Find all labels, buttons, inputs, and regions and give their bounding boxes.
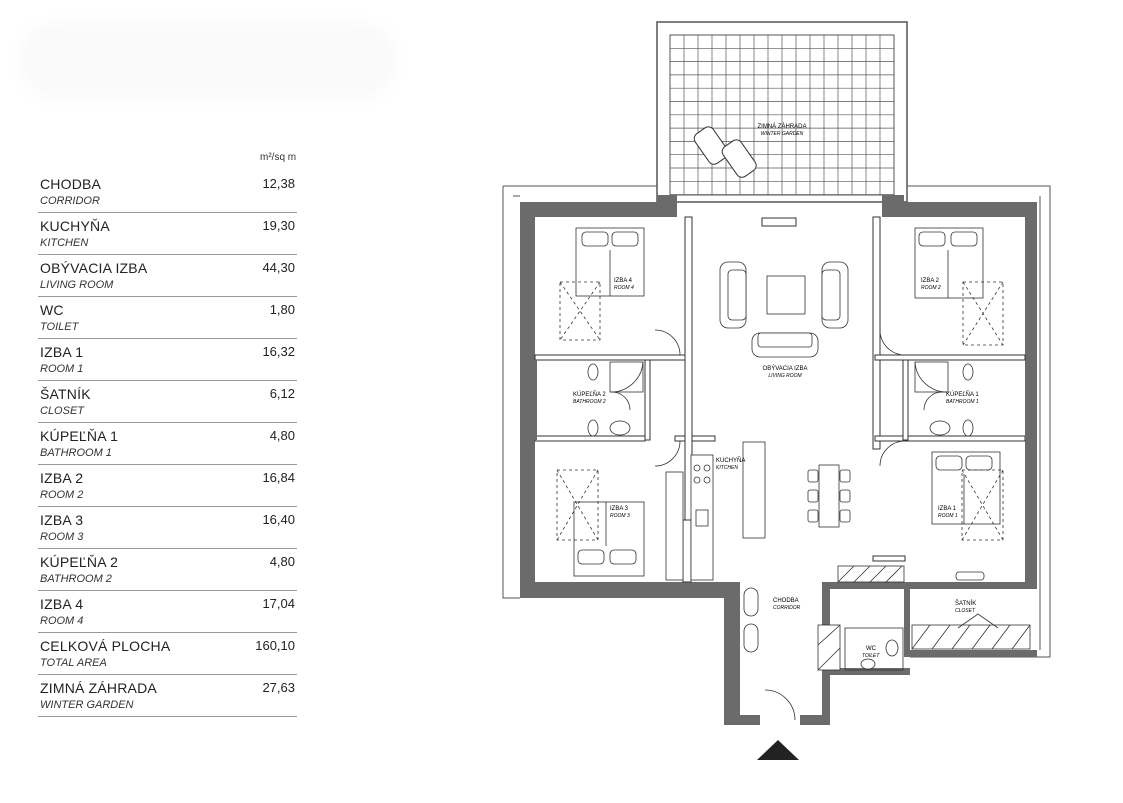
room-name: KUCHYŇA xyxy=(40,218,110,234)
room-name: KÚPEĽŇA 1 xyxy=(40,428,119,444)
room-name: KÚPEĽŇA 2 xyxy=(40,554,119,570)
area-table-row: IZBA 2 ROOM 2 16,84 xyxy=(38,464,297,507)
room-name: IZBA 2 xyxy=(40,470,84,486)
area-unit-label: m²/sq m xyxy=(260,152,297,163)
room-name: CHODBA xyxy=(40,176,102,192)
tv-icon xyxy=(761,217,797,227)
bed-icon xyxy=(556,469,645,577)
room3-label-en: ROOM 3 xyxy=(610,513,630,519)
room-area: 6,12 xyxy=(269,386,295,401)
room-name: OBÝVACIA IZBA xyxy=(40,260,148,276)
room-name: WC xyxy=(40,302,64,318)
room2-label: IZBA 2 xyxy=(921,278,940,284)
room-area: 1,80 xyxy=(269,302,295,317)
living-room-label-en: LIVING ROOM xyxy=(768,373,802,379)
sofa-set-icon xyxy=(719,261,849,358)
room4-label: IZBA 4 xyxy=(614,278,633,284)
room-name-en: LIVING ROOM xyxy=(40,279,114,291)
room-area: 16,32 xyxy=(262,344,295,359)
room-name: CELKOVÁ PLOCHA xyxy=(40,638,171,654)
room-area: 44,30 xyxy=(262,260,295,275)
closet-label: ŠATNÍK xyxy=(955,600,976,607)
entrance-arrow-icon xyxy=(757,740,799,760)
bed-icon xyxy=(931,451,1004,541)
lounge-chair-icon xyxy=(721,139,757,178)
bathroom2-label-en: BATHROOM 2 xyxy=(573,399,606,405)
area-table-row: IZBA 4 ROOM 4 17,04 xyxy=(38,590,297,633)
room-area: 19,30 xyxy=(262,218,295,233)
room-name-en: ROOM 2 xyxy=(40,489,84,501)
kitchen-unit xyxy=(665,441,766,581)
room-name: ZIMNÁ ZÁHRADA xyxy=(40,680,157,696)
wc-label: WC xyxy=(866,646,877,652)
area-table-row: ZIMNÁ ZÁHRADA WINTER GARDEN 27,63 xyxy=(38,674,297,717)
lounge-chair-icon xyxy=(693,126,729,165)
bed-icon xyxy=(559,227,645,341)
kitchen-label-en: KITCHEN xyxy=(716,465,738,471)
area-table-row: KÚPEĽŇA 1 BATHROOM 1 4,80 xyxy=(38,422,297,465)
wc-fixtures xyxy=(844,627,904,671)
area-table-row: OBÝVACIA IZBA LIVING ROOM 44,30 xyxy=(38,254,297,297)
winter-garden-label: ZIMNÁ ZÁHRADA xyxy=(757,123,806,130)
bathroom-2-fixtures xyxy=(587,361,644,437)
room-name: ŠATNÍK xyxy=(40,386,91,402)
wardrobe-icon xyxy=(743,565,905,671)
room-name-en: ROOM 1 xyxy=(40,363,84,375)
room-area: 16,40 xyxy=(262,512,295,527)
living-room-label: OBÝVACIA IZBA xyxy=(763,365,808,372)
blurred-title-area xyxy=(18,22,398,100)
kitchen-label: KUCHYŇA xyxy=(716,457,745,464)
room-name-en: WINTER GARDEN xyxy=(40,699,134,711)
room-area: 16,84 xyxy=(262,470,295,485)
winter-garden-label-en: WINTER GARDEN xyxy=(761,131,804,137)
area-table-row: KÚPEĽŇA 2 BATHROOM 2 4,80 xyxy=(38,548,297,591)
interior-walls xyxy=(534,216,1026,583)
room-area: 4,80 xyxy=(269,554,295,569)
winter-garden: ZIMNÁ ZÁHRADA WINTER GARDEN xyxy=(656,21,908,217)
area-table-row: CELKOVÁ PLOCHA TOTAL AREA 160,10 xyxy=(38,632,297,675)
room-area: 27,63 xyxy=(262,680,295,695)
room-name-en: TOTAL AREA xyxy=(40,657,107,669)
room-name-en: ROOM 4 xyxy=(40,615,84,627)
room4-label-en: ROOM 4 xyxy=(614,285,634,291)
bathroom1-label: KÚPEĽŇA 1 xyxy=(946,391,979,398)
wc-label-en: TOILET xyxy=(862,653,880,659)
door-swings xyxy=(611,329,943,721)
room-name: IZBA 1 xyxy=(40,344,84,360)
area-table-row: WC TOILET 1,80 xyxy=(38,296,297,339)
room-name: IZBA 4 xyxy=(40,596,84,612)
area-table-row: IZBA 1 ROOM 1 16,32 xyxy=(38,338,297,381)
room-name-en: TOILET xyxy=(40,321,79,333)
area-table-row: CHODBA CORRIDOR 12,38 xyxy=(38,170,297,213)
room2-label-en: ROOM 2 xyxy=(921,285,941,291)
bathroom-1-fixtures xyxy=(914,361,974,437)
room-area: 160,10 xyxy=(255,638,295,653)
room-name-en: BATHROOM 2 xyxy=(40,573,112,585)
closet-label-en: CLOSET xyxy=(955,608,976,614)
room-area: 4,80 xyxy=(269,428,295,443)
area-table-row: IZBA 3 ROOM 3 16,40 xyxy=(38,506,297,549)
room-name-en: CLOSET xyxy=(40,405,85,417)
bed-icon xyxy=(914,227,1004,346)
bathroom1-label-en: BATHROOM 1 xyxy=(946,399,979,405)
room-area: 17,04 xyxy=(262,596,295,611)
corridor-label-en: CORRIDOR xyxy=(773,605,801,611)
area-table-row: KUCHYŇA KITCHEN 19,30 xyxy=(38,212,297,255)
room3-label: IZBA 3 xyxy=(610,506,629,512)
room1-label: IZBA 1 xyxy=(938,506,957,512)
room-name-en: KITCHEN xyxy=(40,237,89,249)
room-name-en: ROOM 3 xyxy=(40,531,84,543)
bathroom2-label: KÚPEĽŇA 2 xyxy=(573,391,606,398)
dining-table-icon xyxy=(807,464,851,528)
room-name-en: BATHROOM 1 xyxy=(40,447,112,459)
room1-label-en: ROOM 1 xyxy=(938,513,958,519)
closet-shelving xyxy=(911,571,1031,650)
area-table-row: ŠATNÍK CLOSET 6,12 xyxy=(38,380,297,423)
room-area: 12,38 xyxy=(262,176,295,191)
corridor-label: CHODBA xyxy=(773,598,799,604)
room-name-en: CORRIDOR xyxy=(40,195,100,207)
room-name: IZBA 3 xyxy=(40,512,84,528)
